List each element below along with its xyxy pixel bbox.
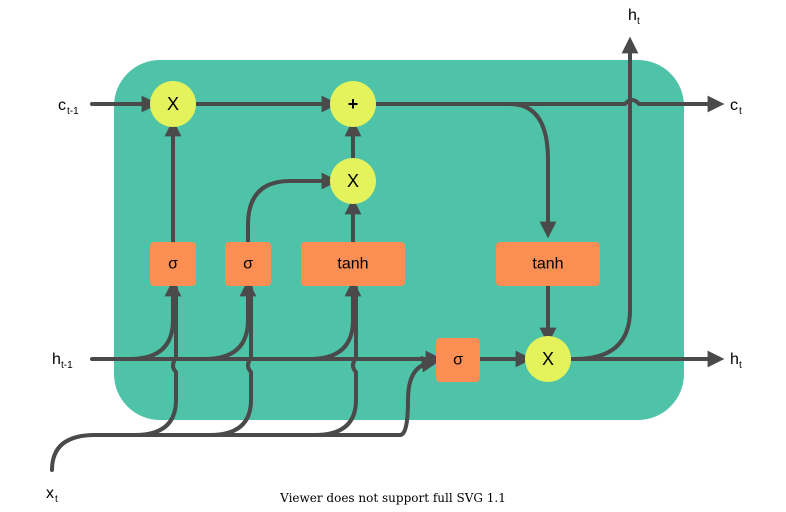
h-next-sub: t [739,360,742,371]
x-to-forget-gate [133,286,178,437]
c-next-sub: t [739,106,742,117]
output-mult-label: X [542,349,554,369]
h-to-input-gate [203,279,257,361]
output-gate-box: σ [436,338,480,382]
candidate-label: tanh [337,256,368,273]
h-next-label: h t [730,351,742,371]
output-gate-label: σ [453,352,463,369]
c-next-label: c t [730,97,742,117]
x-to-input-gate [208,286,253,437]
h-top-sub: t [637,16,640,27]
input-mult-op: X [330,158,376,204]
h-prev-main: h [52,351,61,368]
candidate-box: tanh [301,242,405,286]
input-mult-label: X [347,171,359,191]
x-input-wire [50,355,439,472]
output-up-wire [573,36,639,361]
x-in-sub: t [55,494,58,505]
input-gate-to-mult [246,172,339,244]
h-prev-label: h t-1 [52,351,73,371]
x-to-candidate [313,286,358,437]
h-to-forget-gate [128,279,182,361]
h-next-main: h [730,351,739,368]
forget-mult-op: X [150,81,196,127]
x-in-label: x t [46,485,58,505]
svg-support-note: Viewer does not support full SVG 1.1 [279,491,506,505]
cell-tanh-box: tanh [496,242,600,286]
input-gate-label: σ [243,256,253,273]
c-prev-label: c t-1 [58,97,79,117]
c-prev-sub: t-1 [67,106,79,117]
add-op: + [330,81,376,127]
h-prev-sub: t-1 [61,360,73,371]
h-top-main: h [628,7,637,24]
h-to-candidate [308,279,362,361]
forget-mult-label: X [167,94,179,114]
lstm-cell-background [114,60,684,420]
cell-tanh-label: tanh [532,256,563,273]
c-prev-main: c [58,97,66,114]
output-mult-op: X [525,336,571,382]
h-top-label: h t [628,7,640,27]
c-next-main: c [730,97,738,114]
forget-gate-box: σ [150,242,196,286]
input-gate-box: σ [225,242,271,286]
x-in-main: x [46,485,54,502]
cell-to-tanh-wire [508,102,557,239]
forget-gate-label: σ [168,256,178,273]
add-label: + [348,94,359,114]
